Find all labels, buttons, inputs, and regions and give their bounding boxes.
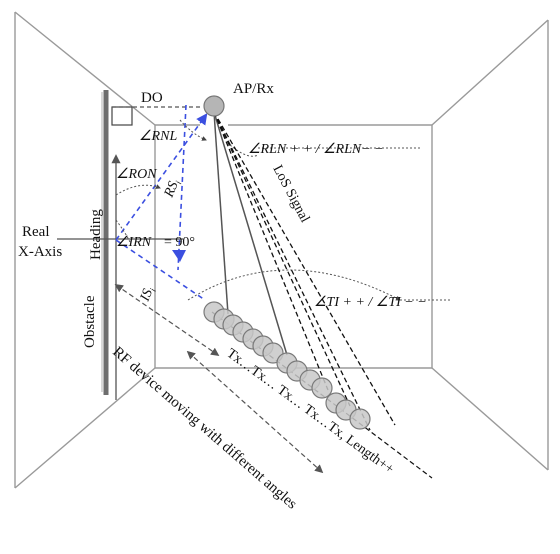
obstacle-label: Obstacle [82,295,98,348]
wall-edge-bottom-right [431,367,549,471]
los-dashed-2 [213,111,351,407]
x-axis-label: X-Axis [18,244,62,260]
rs-path [115,113,208,241]
los-dashed-4 [213,111,396,426]
wall-edge-top-right [431,19,549,126]
reflection-path [115,104,208,301]
angle-rnl-label: ∠RNL [139,129,177,144]
tx-circles [203,301,371,430]
tx-length-arrow [114,284,220,356]
obstacle-wall [101,90,109,395]
angle-arcs [115,119,452,301]
rln-arc [229,144,259,157]
heading-label: Heading [88,209,104,260]
normal-arrowhead [172,250,186,262]
los-dashed-3 [213,111,371,431]
equals-90-label: = 90° [164,235,195,250]
los-solid-1 [213,111,229,315]
tx-circle [311,377,333,399]
ap-rx-node [203,95,225,117]
angle-rln-label: ∠RLN + + / ∠RLN− − [248,142,384,157]
is-label: ISi [137,284,158,305]
do-marker [111,106,203,126]
rnl-arc [179,119,207,141]
rs-label: RSi [161,177,183,201]
los-solid-2 [213,111,288,356]
angle-irn-label: ∠IRN [116,235,152,250]
tx-circle [349,408,371,430]
los-signal-lines [213,111,396,431]
ap-rx-label: AP/Rx [233,81,274,97]
normal-dashed [177,104,187,271]
real-label: Real [22,224,50,240]
wall-edge-top-left [14,11,156,126]
los-signal-label: LoS Signal [269,163,312,225]
ron-arc [115,184,161,196]
irn-arc [115,219,131,243]
room-walls [14,11,549,489]
angle-ti-label: ∠TI + + / ∠TI − − [314,295,427,310]
wall-edge-bottom-left [14,367,156,489]
angle-ron-label: ∠RON [116,167,157,182]
do-label: DO [141,90,163,106]
los-dashed-1 [213,111,329,391]
rf-device-arrow [186,350,324,474]
rf-device-label: RF device moving with different angles [109,344,300,513]
